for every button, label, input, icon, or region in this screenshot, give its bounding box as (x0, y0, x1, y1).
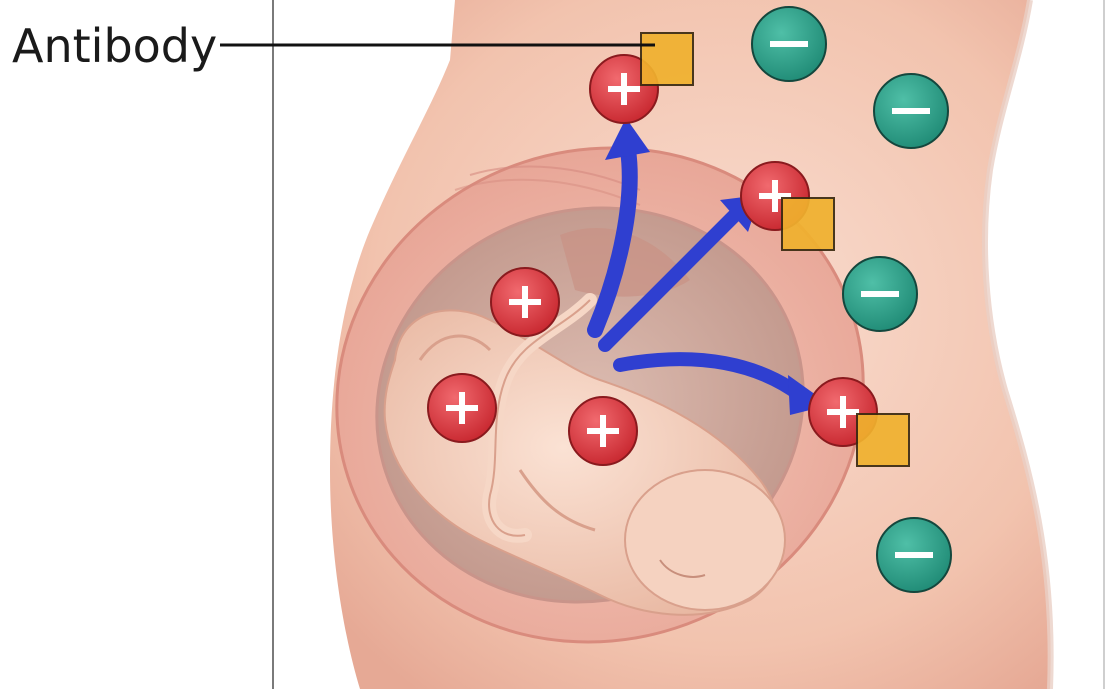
antibody-3 (857, 414, 909, 466)
minus-icon (861, 291, 899, 297)
minus-icon (895, 552, 933, 558)
negative-cell-1 (752, 7, 826, 81)
antibody-1 (641, 33, 693, 85)
minus-icon (770, 41, 808, 47)
positive-cell-fetus-2 (428, 374, 496, 442)
antibody-2 (782, 198, 834, 250)
negative-cell-4 (877, 518, 951, 592)
negative-cell-3 (843, 257, 917, 331)
minus-icon (892, 108, 930, 114)
negative-cell-2 (874, 74, 948, 148)
positive-cell-fetus-1 (491, 268, 559, 336)
antibody-label: Antibody (12, 14, 217, 78)
positive-cell-fetus-3 (569, 397, 637, 465)
fetus-head (625, 470, 785, 610)
